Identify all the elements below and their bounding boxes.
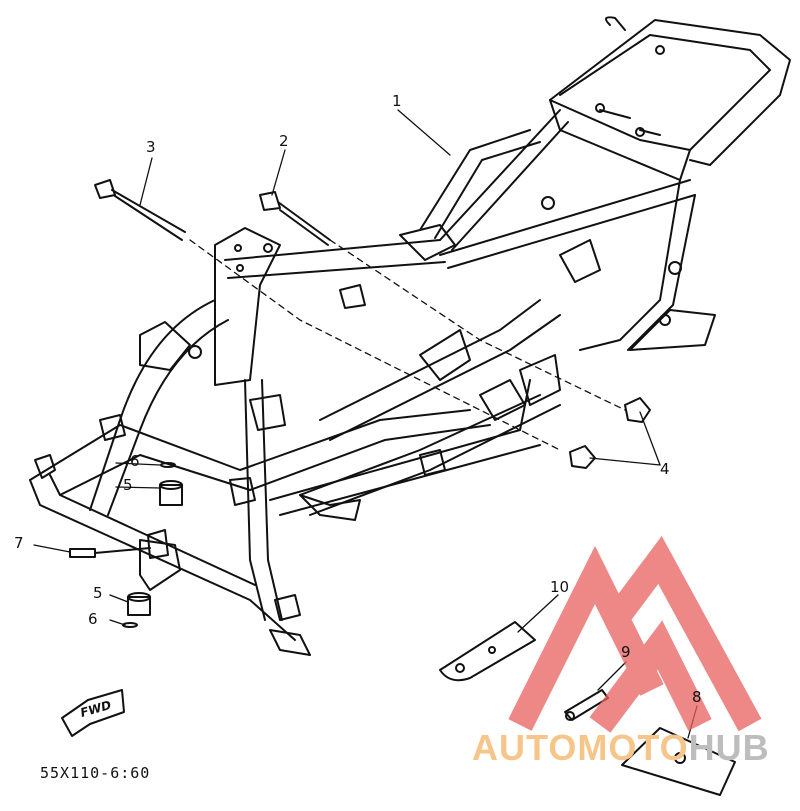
callout-6-upper: 6 xyxy=(130,452,140,470)
callout-5-lower: 5 xyxy=(93,584,103,602)
callout-2: 2 xyxy=(279,132,289,150)
front-pad-left xyxy=(139,321,191,371)
watermark-logo xyxy=(508,536,762,733)
bushing-lower xyxy=(127,596,151,616)
callout-7: 7 xyxy=(14,534,24,552)
rear-lower-bracket xyxy=(629,309,716,351)
callout-1: 1 xyxy=(392,92,402,110)
part-code: 55X110-6:60 xyxy=(40,764,151,782)
nut-4b xyxy=(569,445,596,469)
rear-bracket xyxy=(549,99,691,181)
watermark-text-part2: HUB xyxy=(688,727,770,768)
bolt-2-head xyxy=(259,191,281,211)
front-downtube-right xyxy=(244,379,266,621)
callout-9: 9 xyxy=(621,643,631,661)
callout-3: 3 xyxy=(146,138,156,156)
lower-rail-left xyxy=(29,479,296,641)
front-downtube-left xyxy=(89,299,216,511)
front-pad-right xyxy=(249,394,286,431)
rear-rack-loop xyxy=(549,19,791,166)
bushing-upper xyxy=(159,484,183,506)
head-plate xyxy=(214,227,281,386)
lower-rail-front xyxy=(29,409,471,481)
front-mount-bracket xyxy=(139,539,181,591)
callout-8: 8 xyxy=(692,688,702,706)
callout-10: 10 xyxy=(550,578,570,596)
fwd-arrow-shape xyxy=(61,689,125,737)
nut-4a xyxy=(624,397,651,423)
callout-6-lower: 6 xyxy=(88,610,98,628)
bolt-3-head xyxy=(94,179,116,199)
watermark-text-part1: AUTOMOTO xyxy=(472,727,689,768)
top-tube-right xyxy=(439,109,561,241)
watermark-text: AUTOMOTOHUB xyxy=(472,727,770,769)
callout-5-upper: 5 xyxy=(123,476,133,494)
bolt-7 xyxy=(69,548,96,558)
backbone-tube xyxy=(224,239,441,261)
part-8-pad xyxy=(621,727,736,796)
part-10-plate xyxy=(439,621,536,682)
callout-4: 4 xyxy=(660,460,670,478)
